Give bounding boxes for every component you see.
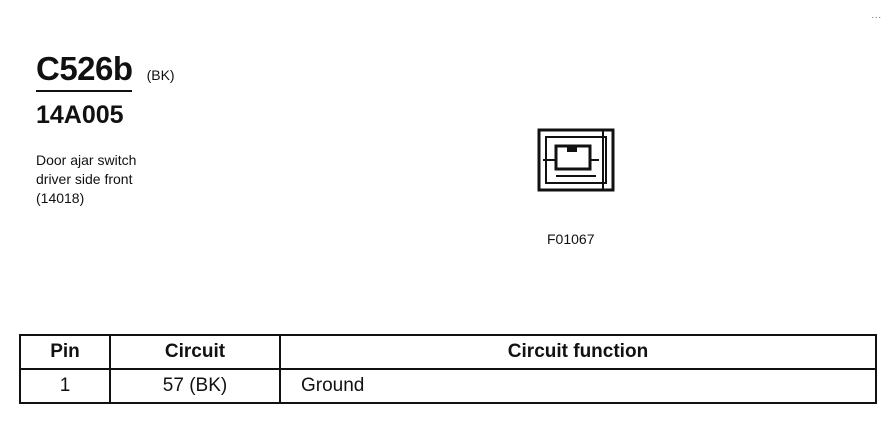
cell-circuit: 57 (BK) <box>109 368 281 404</box>
corner-mark: ... <box>871 10 882 20</box>
connector-title: C526b (BK) <box>36 50 175 88</box>
cell-pin: 1 <box>19 368 111 404</box>
header-pin: Pin <box>19 334 111 370</box>
pin-table: Pin Circuit Circuit function 1 57 (BK) G… <box>19 334 877 404</box>
cell-circuit-function: Ground <box>279 368 877 404</box>
connector-description: Door ajar switch driver side front (1401… <box>36 151 136 208</box>
description-line: Door ajar switch <box>36 152 137 168</box>
header-circuit: Circuit <box>109 334 281 370</box>
part-number: 14A005 <box>36 101 124 129</box>
connector-id: C526b <box>36 50 133 87</box>
connector-color: (BK) <box>146 67 175 83</box>
description-line: (14018) <box>36 190 85 206</box>
figure-code: F01067 <box>547 231 595 247</box>
header-circuit-function: Circuit function <box>279 334 877 370</box>
connector-face-icon <box>537 128 615 192</box>
table-header-row: Pin Circuit Circuit function <box>19 334 877 370</box>
table-row: 1 57 (BK) Ground <box>19 368 877 404</box>
title-underline <box>36 90 132 92</box>
description-line: driver side front <box>36 171 133 187</box>
